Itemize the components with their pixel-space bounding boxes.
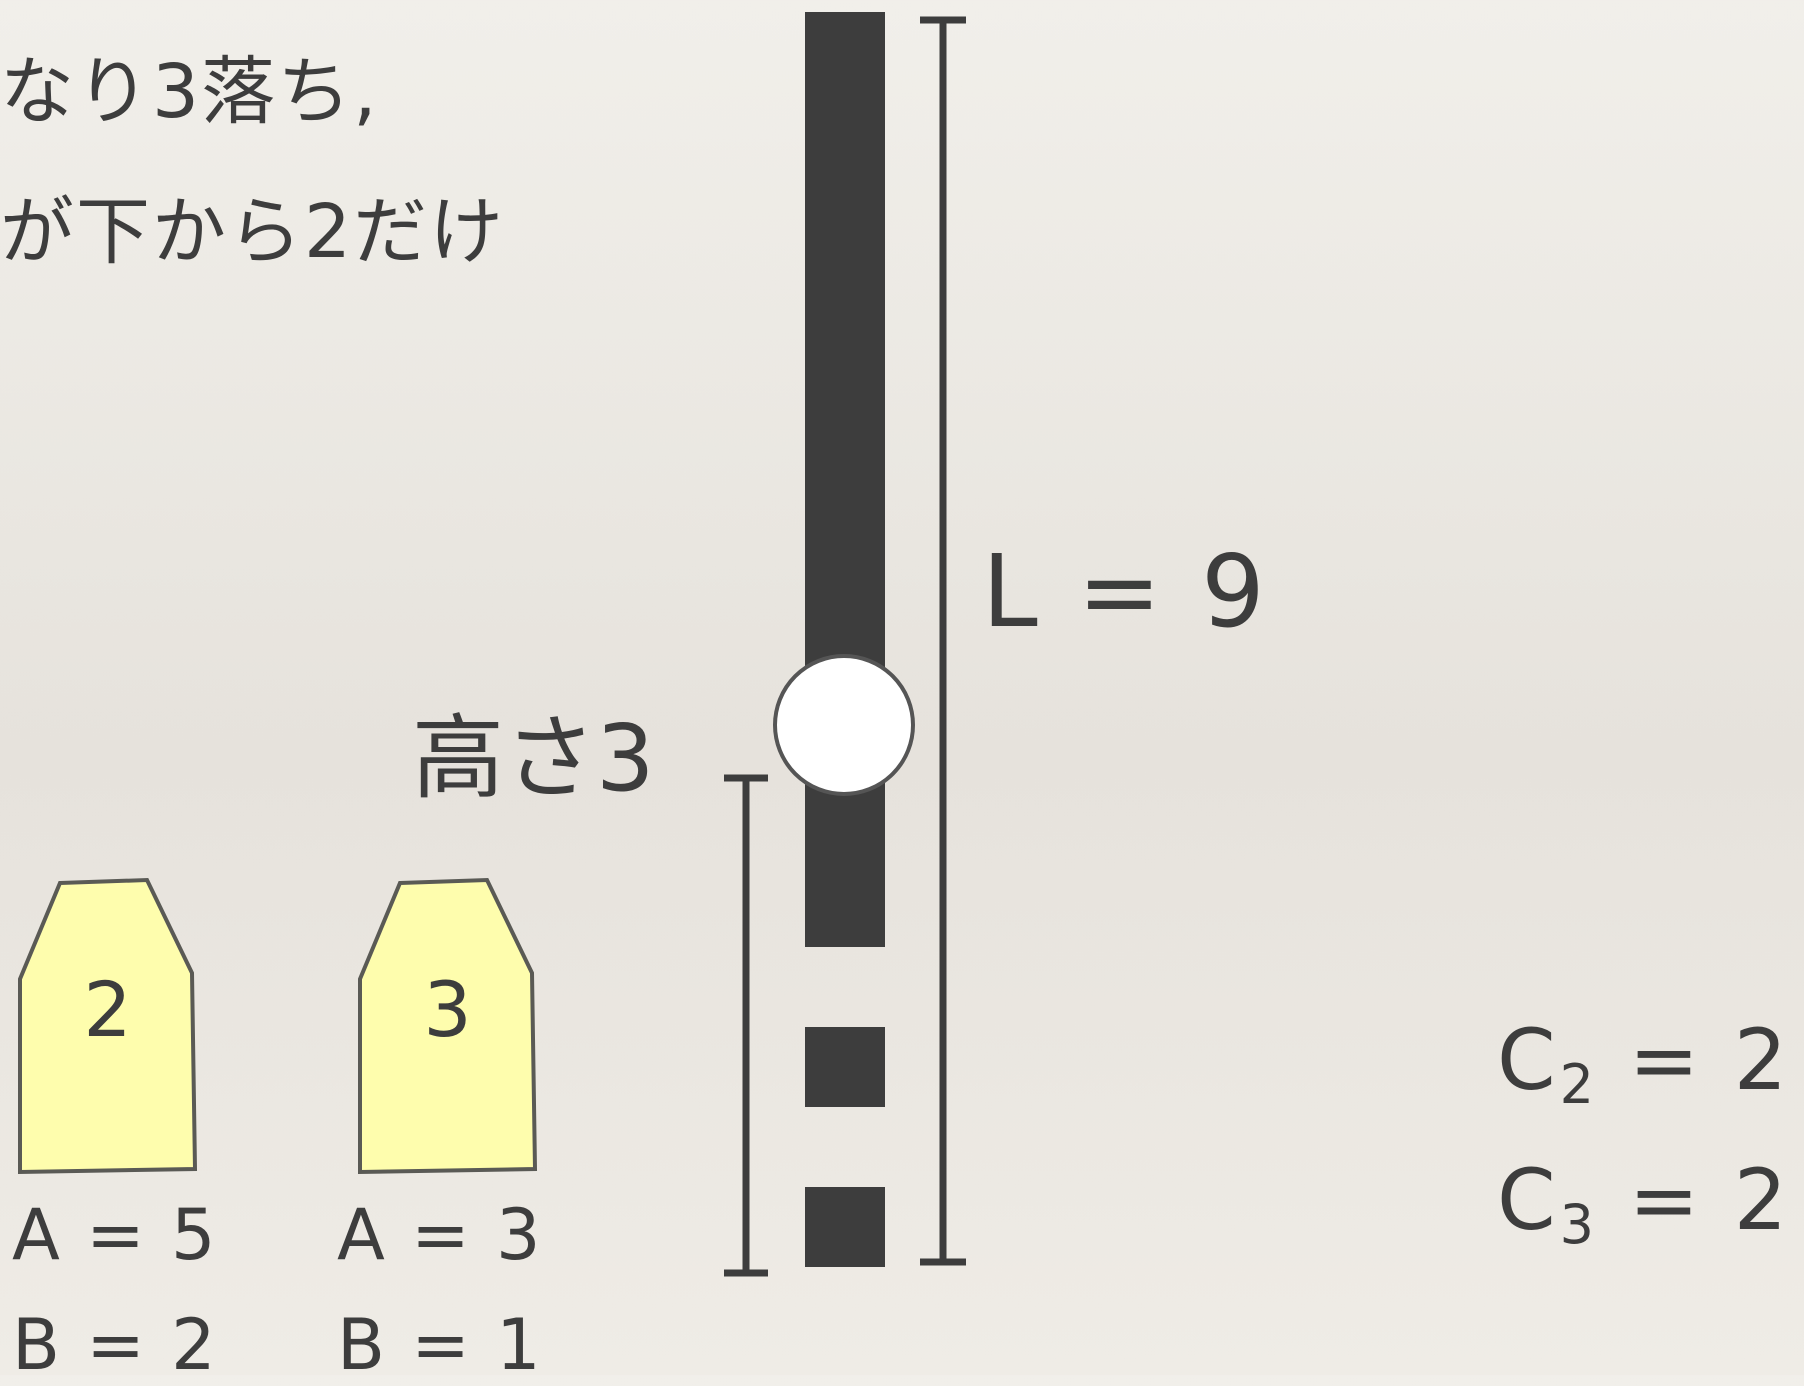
length-label: L = 9 (982, 533, 1269, 650)
c3-rest: = 2 (1598, 1151, 1792, 1249)
height-label: 高さ3 (412, 705, 655, 812)
piece-2-a-value: A = 5 (12, 1194, 218, 1276)
piece-3-shape (358, 877, 538, 1175)
piece-3-number: 3 (423, 965, 472, 1054)
pole-upper-segment (805, 12, 885, 947)
ball (773, 654, 915, 796)
piece-2-shape (18, 877, 198, 1175)
pole-block-bottom (805, 1187, 885, 1267)
length-bracket (920, 16, 966, 1266)
heading-line-1: なり3落ち, (0, 49, 379, 135)
piece-3-b-value: B = 1 (337, 1304, 543, 1386)
c2-rest: = 2 (1598, 1011, 1792, 1109)
piece-3-a-value: A = 3 (337, 1194, 543, 1276)
c3-equation: C3 = 2 (1497, 1158, 1791, 1252)
c2-subscript: 2 (1559, 1053, 1599, 1116)
heading-line-2: が下から2だけ (0, 189, 506, 275)
pole-block-middle (805, 1027, 885, 1107)
height-bracket (724, 774, 768, 1277)
c2-equation: C2 = 2 (1497, 1018, 1791, 1112)
piece-2-b-value: B = 2 (12, 1304, 218, 1386)
piece-3: 3 (360, 880, 535, 1170)
c3-base: C (1497, 1151, 1560, 1249)
c3-subscript: 3 (1559, 1193, 1599, 1256)
c2-base: C (1497, 1011, 1560, 1109)
piece-2-number: 2 (83, 965, 132, 1054)
piece-2: 2 (20, 880, 195, 1170)
